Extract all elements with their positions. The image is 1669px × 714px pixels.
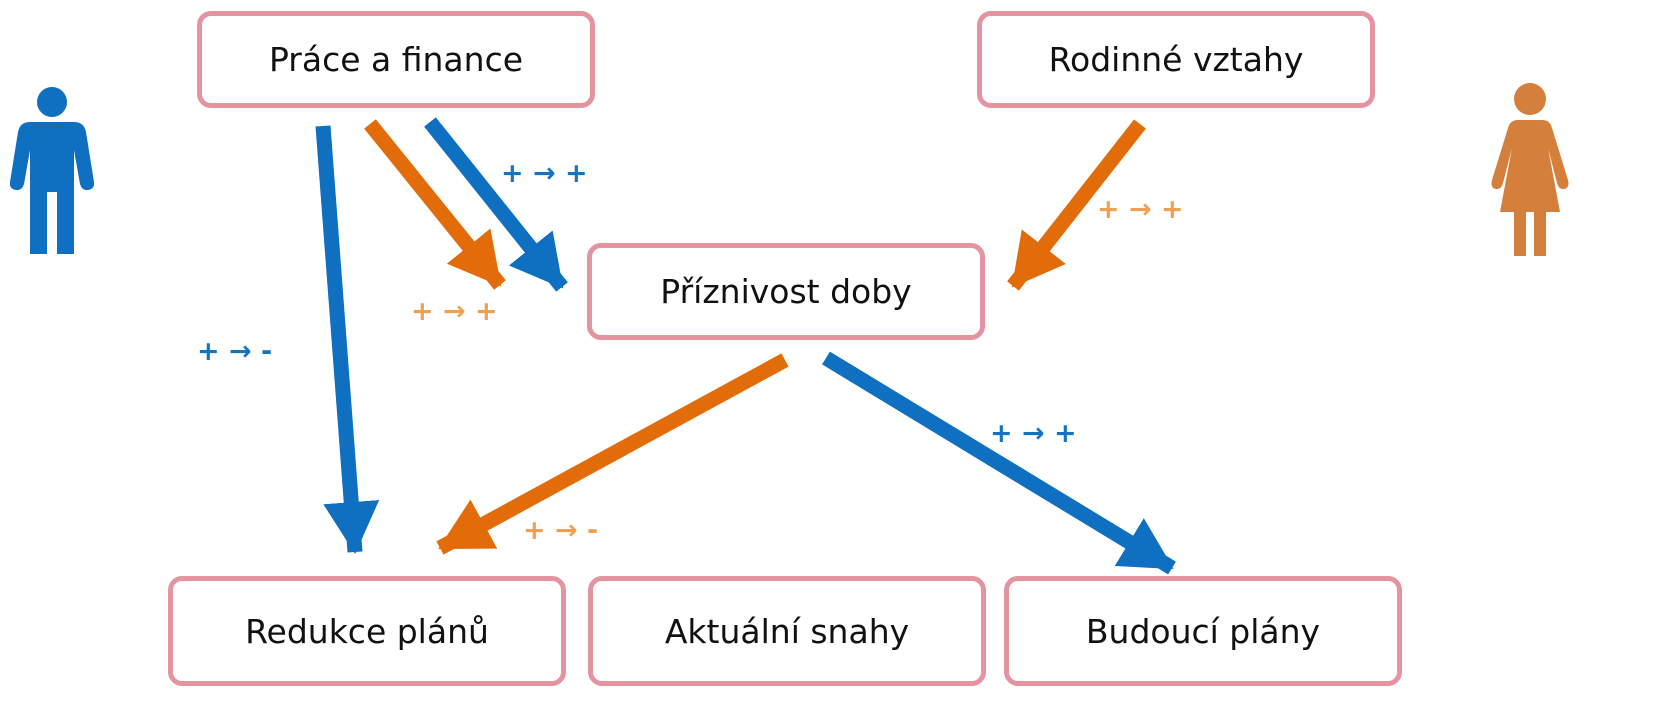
- arrow-work-to-reduction-blue: [315, 125, 380, 554]
- man-icon: [10, 87, 94, 254]
- node-future-plans: Budoucí plány: [1004, 576, 1402, 686]
- arrow-favorable-to-future-blue: [822, 351, 1176, 575]
- relation-label-family-to-favorable-orange: + → +: [1097, 194, 1184, 225]
- relation-label-work-to-favorable-orange: + → +: [411, 296, 498, 327]
- node-current-efforts: Aktuální snahy: [588, 576, 986, 686]
- arrow-work-to-favorable-blue: [424, 117, 568, 292]
- arrow-family-to-favorable-orange: [1007, 119, 1146, 291]
- relation-label-work-to-favorable-blue: + → +: [501, 158, 588, 189]
- node-family-relations: Rodinné vztahy: [977, 11, 1375, 108]
- arrow-favorable-to-reduction-orange: [436, 353, 789, 555]
- node-favorable-times: Příznivost doby: [587, 243, 985, 340]
- relation-label-favorable-to-reduction-orange: + → -: [523, 515, 599, 546]
- relation-label-work-to-reduction-blue: + → -: [197, 336, 273, 367]
- relation-label-favorable-to-future-blue: + → +: [990, 418, 1077, 449]
- woman-icon: [1491, 83, 1569, 256]
- node-work-finance: Práce a finance: [197, 11, 595, 108]
- node-plan-reduction: Redukce plánů: [168, 576, 566, 686]
- arrow-work-to-favorable-orange: [364, 119, 506, 290]
